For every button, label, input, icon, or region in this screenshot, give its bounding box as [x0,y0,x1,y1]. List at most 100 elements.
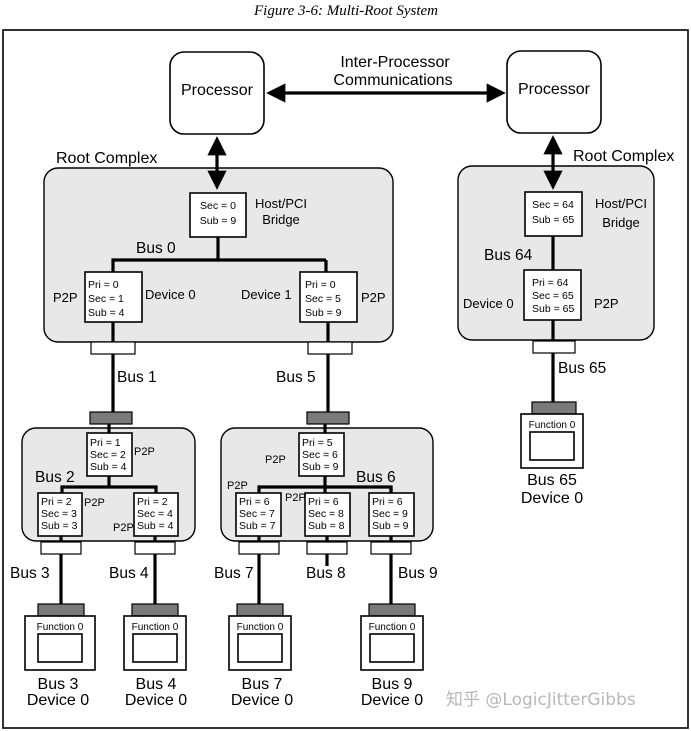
sw2c-pri: Pri = 6 [372,496,403,508]
sw1b-pri: Pri = 2 [137,496,168,508]
sw1-port-b [134,541,176,555]
ep3-bus: Bus 3 [38,676,79,693]
rcd1-sec: Sec = 5 [305,293,341,305]
bus1-label: Bus 1 [117,369,157,386]
ep65-function-label: Function 0 [529,420,576,431]
endpoint-bus65: Function 0 Bus 65 Device 0 [520,401,584,507]
host-bridge-left-label2: Bridge [262,212,300,227]
ep4-device: Device 0 [125,692,187,709]
bus0-wire [111,237,220,272]
ep65-function-box [529,431,575,461]
host-bridge-right-label2: Bridge [602,215,640,230]
sw2c-sec: Sec = 9 [372,508,408,520]
hb1-sec: Sec = 0 [200,200,236,212]
outer-frame [2,29,689,729]
endpoint-bus4: Function 0 Bus 4 Device 0 [123,603,187,709]
sw2b-sub: Sub = 8 [308,520,345,532]
ep3-device: Device 0 [27,692,89,709]
bus4-label: Bus 4 [109,565,149,582]
ep3-function-label: Function 0 [37,622,84,633]
ep3-function-box [37,633,83,663]
ep65-connector [531,401,577,415]
host-bridge-left [189,192,247,238]
sw2up-p2p: P2P [265,454,286,466]
rcd1-p2p: P2P [361,290,386,305]
rc-device0-bridge [84,271,143,323]
bus7-label: Bus 7 [214,565,254,582]
sw2b-sec: Sec = 8 [308,508,344,520]
rcd1-device-label: Device 1 [241,287,292,302]
sw1-port-a [40,541,82,555]
hb2-sec: Sec = 64 [532,199,574,211]
sw1up-sec: Sec = 2 [90,449,126,461]
ep9-function-label: Function 0 [369,622,416,633]
ep65-bus: Bus 65 [527,472,577,489]
ep7-bus: Bus 7 [242,676,283,693]
sw2up-sec: Sec = 6 [302,449,338,461]
sw2-port-c [370,541,412,555]
sw1b-sub: Sub = 4 [137,520,174,532]
root-complex-right-label: Root Complex [573,148,674,165]
root-complex-left-label: Root Complex [56,150,157,167]
sw2a-sub: Sub = 7 [239,520,276,532]
ep9-function-box [369,633,415,663]
sw2up-sub: Sub = 9 [302,461,339,473]
ep4-bus: Bus 4 [136,676,177,693]
watermark: 知乎 @LogicJitterGibbs [446,690,636,710]
rcd1-sub: Sub = 9 [305,307,342,319]
endpoint-bus9: Function 0 Bus 9 Device 0 [360,603,424,709]
bus9-label: Bus 9 [398,565,438,582]
rcd1-pri: Pri = 0 [305,279,336,291]
rc2d0-sec: Sec = 65 [532,290,574,302]
rc-device1-bridge [299,271,358,323]
sw2b-p2p: P2P [285,492,306,504]
bus8-label: Bus 8 [306,565,346,582]
ep7-function-label: Function 0 [237,622,284,633]
rcd0-p2p: P2P [53,290,78,305]
processor-left-label: Processor [181,82,254,99]
sw2-downstream-c [368,492,415,537]
sw1b-sec: Sec = 4 [137,508,173,520]
bus0-label: Bus 0 [136,240,176,257]
ep4-function-box [132,633,178,663]
sw2-port-b [306,541,348,555]
sw2a-sec: Sec = 7 [239,508,275,520]
rc2d0-pri: Pri = 64 [532,277,569,289]
ep65-device: Device 0 [521,490,583,507]
processor-right-label: Processor [518,81,591,98]
rc2d0-sub: Sub = 65 [532,303,574,315]
bus6-label: Bus 6 [356,469,396,486]
sw2c-sub: Sub = 9 [372,520,409,532]
ep3-connector [37,603,85,617]
host-bridge-right-label1: Host/PCI [595,196,647,211]
sw1-upstream-bridge [86,432,133,477]
ep7-function-box [237,633,283,663]
bus3-label: Bus 3 [10,565,50,582]
processor-right [506,50,602,134]
host-bridge-right [524,191,583,237]
sw1a-sec: Sec = 3 [41,508,77,520]
bus2-label: Bus 2 [35,469,75,486]
endpoint-bus3: Function 0 Bus 3 Device 0 [24,603,96,709]
rcd0-device-label: Device 0 [145,287,196,302]
ep7-connector [236,603,284,617]
ep9-bus: Bus 9 [372,676,413,693]
sw1up-sub: Sub = 4 [90,461,127,473]
sw2b-pri: Pri = 6 [308,496,339,508]
ipc-label-line2: Communications [333,72,452,89]
ep4-connector [131,603,179,617]
rcd0-sub: Sub = 4 [88,307,125,319]
sw2-port-a [238,541,280,555]
rc-port-left [90,341,136,355]
switch-right-upstream-port [306,411,350,425]
processor-left [169,51,265,135]
sw1up-pri: Pri = 1 [90,437,121,449]
ipc-label-line1: Inter-Processor [340,54,450,71]
hb1-sub: Sub = 9 [200,215,237,227]
host-bridge-left-label1: Host/PCI [255,196,307,211]
rcd0-pri: Pri = 0 [88,279,119,291]
rc-port-right [307,341,353,355]
switch-left-upstream-port [89,411,133,425]
sw2-upstream-bridge [298,432,345,477]
